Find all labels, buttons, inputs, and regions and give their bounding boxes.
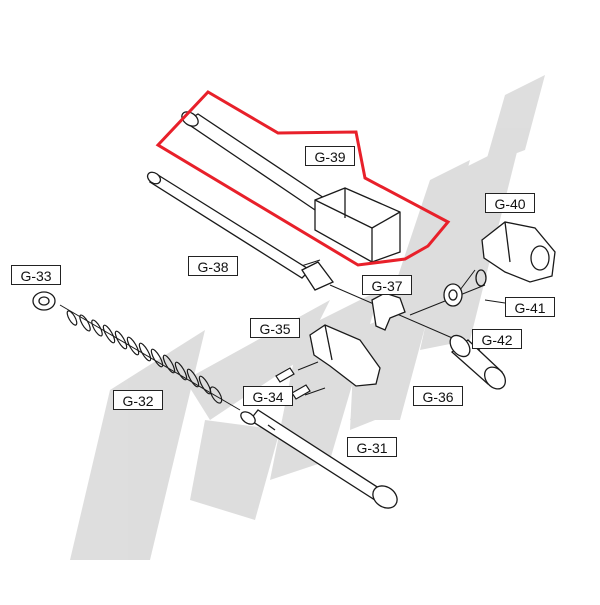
label-g39: G-39	[305, 146, 355, 166]
label-g38: G-38	[188, 256, 238, 276]
leader-g34-a	[297, 361, 319, 371]
label-g34: G-34	[243, 386, 293, 406]
watermark-stroke-k1	[70, 330, 205, 560]
g31-detail	[267, 424, 276, 431]
part-g35-base	[309, 324, 381, 387]
g35-edge	[324, 324, 333, 361]
g33-inner	[38, 296, 50, 306]
part-g40-hopup-chamber	[481, 221, 556, 283]
g36-back	[449, 334, 471, 358]
label-g33: G-33	[11, 265, 61, 285]
part-g42-hop-wheel	[443, 283, 463, 307]
leader-g41	[484, 299, 506, 304]
part-g31-guide-rod	[240, 409, 398, 509]
label-g31: G-31	[347, 437, 397, 457]
part-g33-bushing	[32, 291, 56, 311]
g34-screw-b	[291, 384, 311, 400]
part-g38-barrel	[146, 171, 335, 291]
leader-g42	[459, 269, 476, 291]
label-g36: G-36	[413, 386, 463, 406]
part-g39-inner-barrel	[181, 111, 401, 263]
part-g34-screws	[275, 367, 311, 400]
g39-side-edge	[371, 211, 401, 229]
label-g42: G-42	[472, 329, 522, 349]
g40-edge	[504, 221, 511, 263]
g40-bore	[530, 245, 550, 271]
label-g37: G-37	[362, 275, 412, 295]
g39-chamber-block	[314, 187, 401, 263]
leader-g34-b	[304, 387, 326, 396]
label-g35: G-35	[250, 318, 300, 338]
watermark-stroke-k3	[190, 420, 280, 520]
label-g40: G-40	[485, 193, 535, 213]
g38-coupler	[301, 261, 335, 291]
g39-top-edge	[314, 199, 373, 229]
part-g41-oring	[475, 269, 487, 287]
g31-tip	[240, 411, 256, 425]
g36-front	[484, 366, 506, 390]
label-g32: G-32	[113, 390, 163, 410]
g34-screw-a	[275, 367, 295, 383]
part-g36-cylinder	[449, 334, 506, 390]
g42-inner	[448, 289, 458, 301]
g38-end	[146, 171, 162, 185]
watermark-stroke-a2	[485, 75, 545, 165]
g39-highlight-outline	[155, 90, 451, 267]
part-g32-recoil-spring	[66, 310, 223, 404]
g31-head	[372, 485, 398, 509]
label-g41: G-41	[505, 297, 555, 317]
